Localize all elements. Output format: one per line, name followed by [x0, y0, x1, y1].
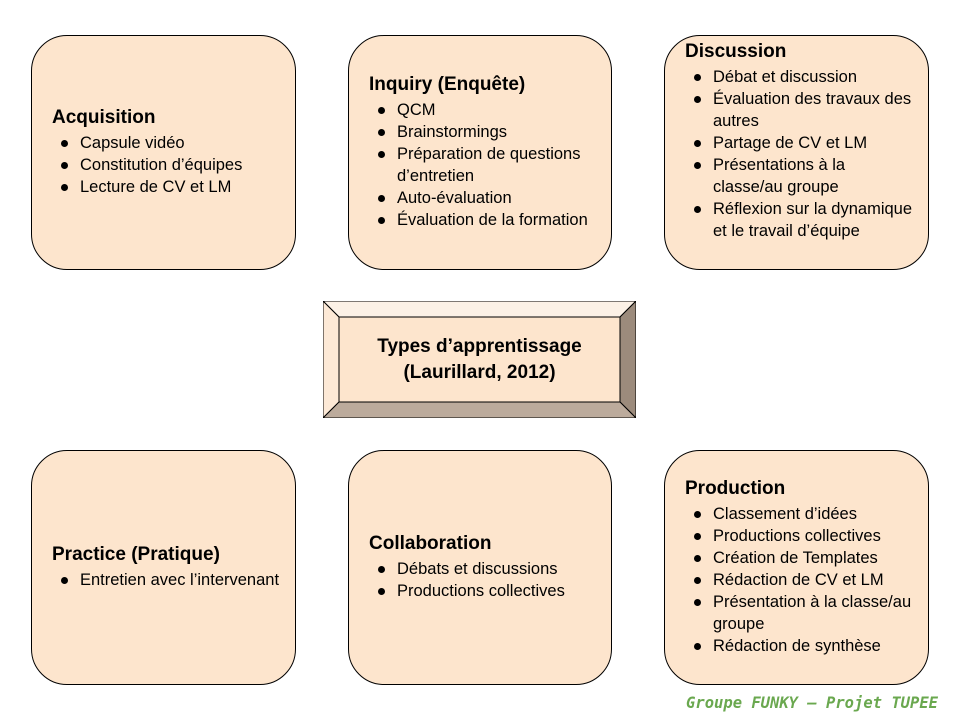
center-bevel-box: Types d’apprentissage (Laurillard, 2012): [323, 301, 636, 418]
discussion-list: Débat et discussion Évaluation des trava…: [685, 66, 916, 242]
list-item: Débat et discussion: [685, 66, 916, 88]
list-item: Évaluation de la formation: [369, 209, 599, 231]
list-item: Brainstormings: [369, 121, 599, 143]
list-item: Évaluation des travaux des autres: [685, 88, 916, 132]
list-item: Constitution d’équipes: [52, 154, 283, 176]
list-item: Préparation de questions d’entretien: [369, 143, 599, 187]
list-item: Réflexion sur la dynamique et le travail…: [685, 198, 916, 242]
list-item: Entretien avec l’intervenant: [52, 569, 283, 591]
acquisition-title: Acquisition: [52, 107, 156, 128]
list-item: Rédaction de synthèse: [685, 635, 916, 657]
production-title: Production: [685, 478, 786, 499]
collaboration-list: Débats et discussions Productions collec…: [369, 558, 599, 602]
list-item: Création de Templates: [685, 547, 916, 569]
inquiry-list: QCM Brainstormings Préparation de questi…: [369, 99, 599, 231]
footer-credit: Groupe FUNKY – Projet TUPEE: [686, 694, 938, 712]
collaboration-card: Collaboration Débats et discussions Prod…: [348, 450, 612, 685]
discussion-title: Discussion: [685, 41, 787, 62]
center-title-line1: Types d’apprentissage: [377, 335, 582, 357]
inquiry-card: Inquiry (Enquête) QCM Brainstormings Pré…: [348, 35, 612, 270]
list-item: Rédaction de CV et LM: [685, 569, 916, 591]
list-item: Productions collectives: [685, 525, 916, 547]
practice-list: Entretien avec l’intervenant: [52, 569, 283, 591]
collaboration-title: Collaboration: [369, 533, 492, 554]
acquisition-card: Acquisition Capsule vidéo Constitution d…: [31, 35, 296, 270]
list-item: Débats et discussions: [369, 558, 599, 580]
production-list: Classement d’idées Productions collectiv…: [685, 503, 916, 657]
bevel-frame: [323, 301, 636, 418]
list-item: Productions collectives: [369, 580, 599, 602]
practice-title: Practice (Pratique): [52, 544, 220, 565]
list-item: Partage de CV et LM: [685, 132, 916, 154]
list-item: Classement d’idées: [685, 503, 916, 525]
list-item: QCM: [369, 99, 599, 121]
center-title-line2: (Laurillard, 2012): [403, 361, 556, 383]
practice-card: Practice (Pratique) Entretien avec l’int…: [31, 450, 296, 685]
discussion-card: Discussion Débat et discussion Évaluatio…: [664, 35, 929, 270]
list-item: Capsule vidéo: [52, 132, 283, 154]
inquiry-title: Inquiry (Enquête): [369, 74, 526, 95]
production-card: Production Classement d’idées Production…: [664, 450, 929, 685]
list-item: Présentation à la classe/au groupe: [685, 591, 916, 635]
list-item: Lecture de CV et LM: [52, 176, 283, 198]
center-title: Types d’apprentissage (Laurillard, 2012): [339, 317, 620, 402]
list-item: Présentations à la classe/au groupe: [685, 154, 916, 198]
list-item: Auto-évaluation: [369, 187, 599, 209]
acquisition-list: Capsule vidéo Constitution d’équipes Lec…: [52, 132, 283, 198]
